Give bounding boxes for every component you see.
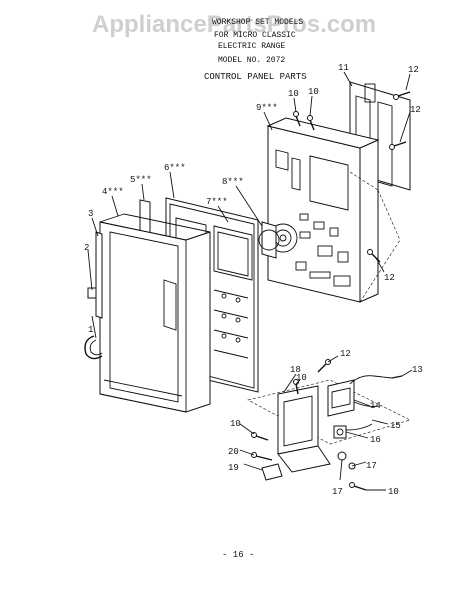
callout-2: 2 — [84, 243, 89, 253]
callout-6: 6*** — [164, 163, 186, 173]
callout-20: 20 — [228, 447, 239, 457]
callout-10-upper-left: 10 — [288, 89, 299, 99]
callout-1: 1 — [88, 325, 93, 335]
callout-10-lower-right: 10 — [388, 487, 399, 497]
callout-18: 18 — [290, 365, 301, 375]
callout-4: 4*** — [102, 187, 124, 197]
header-line-3: ELECTRIC RANGE — [218, 42, 285, 51]
callout-17-right: 17 — [366, 461, 377, 471]
callout-16: 16 — [370, 435, 381, 445]
control-panel-back-assembly — [266, 81, 411, 303]
screw-group-upper — [293, 91, 411, 263]
timer-dial-part — [258, 221, 280, 259]
callout-12-lower: 12 — [340, 349, 351, 359]
callout-15: 15 — [390, 421, 401, 431]
callout-12-right: 12 — [410, 105, 421, 115]
callout-11: 11 — [338, 63, 349, 73]
callout-8: 8*** — [222, 177, 244, 187]
callout-10-upper-right: 10 — [308, 87, 319, 97]
callout-3: 3 — [88, 209, 93, 219]
callout-9: 9*** — [256, 103, 278, 113]
header-model-number: MODEL NO. 2072 — [218, 56, 285, 65]
leader-lines — [87, 71, 413, 491]
callout-19: 19 — [228, 463, 239, 473]
control-panel-frame — [99, 213, 211, 413]
callout-10-lower-top: 10 — [296, 373, 307, 383]
watermark-text: AppliancePartsPros.com — [92, 11, 376, 38]
lower-switch-assembly — [247, 359, 411, 491]
callout-13: 13 — [412, 365, 423, 375]
header-line-2: FOR MICRO CLASSIC — [214, 31, 296, 40]
callout-12-top: 12 — [408, 65, 419, 75]
callout-10-lower-left: 10 — [230, 419, 241, 429]
header-line-1: WORKSHOP SET MODELS — [212, 18, 303, 27]
callout-14: 14 — [370, 401, 381, 411]
section-title: CONTROL PANEL PARTS — [204, 72, 307, 82]
page-number: - 16 - — [222, 550, 254, 560]
callout-12-panel: 12 — [384, 273, 395, 283]
callout-7: 7*** — [206, 197, 228, 207]
left-side-parts — [84, 231, 103, 360]
callout-5: 5*** — [130, 175, 152, 185]
callout-17-bottom: 17 — [332, 487, 343, 497]
